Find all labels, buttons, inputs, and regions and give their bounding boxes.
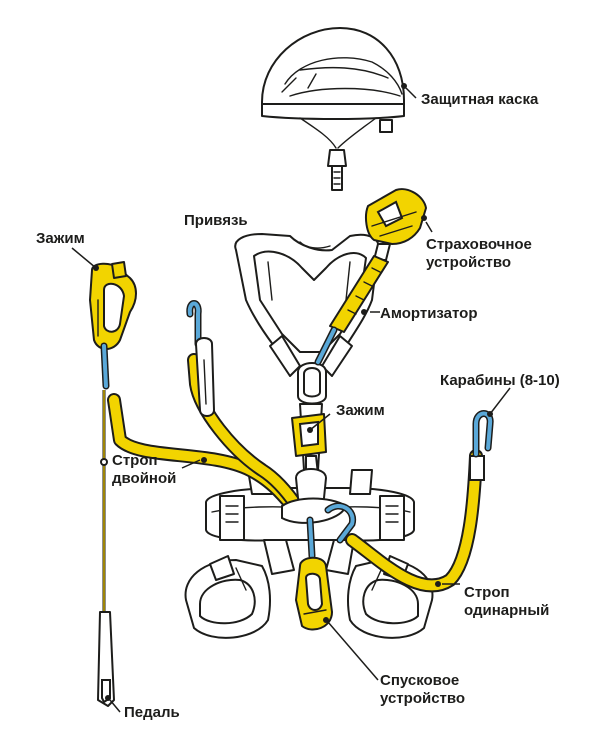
label-belay-device-line2: устройство xyxy=(426,254,512,271)
label-double-lanyard: Строп двойной xyxy=(112,452,176,488)
label-shock-absorber: Амортизатор xyxy=(380,305,478,323)
double-lanyard xyxy=(107,300,305,515)
label-belay-device-line1: Страховочное xyxy=(426,236,532,253)
central-connectors xyxy=(281,468,357,560)
label-clamp-center-text: Зажим xyxy=(336,402,385,419)
label-helmet-text: Защитная каска xyxy=(421,91,539,108)
label-clamp-left: Зажим xyxy=(36,230,85,248)
label-helmet: Защитная каска xyxy=(421,91,538,109)
shock-absorber xyxy=(314,255,389,366)
label-carabiners: Карабины (8-10) xyxy=(440,372,560,390)
label-single-lanyard-line1: Строп xyxy=(464,584,510,601)
label-harness-text: Привязь xyxy=(184,212,248,229)
label-double-lanyard-line2: двойной xyxy=(112,470,177,487)
label-single-lanyard: Строп одинарный xyxy=(464,584,549,620)
label-pedal-text: Педаль xyxy=(124,704,180,721)
helmet xyxy=(261,27,405,191)
single-lanyard xyxy=(345,410,494,593)
label-double-lanyard-line1: Строп xyxy=(112,452,158,469)
label-descender-line2: устройство xyxy=(380,690,466,707)
hand-ascender xyxy=(89,261,137,390)
label-clamp-left-text: Зажим xyxy=(36,230,85,247)
label-descender-line1: Спусковое xyxy=(380,672,460,689)
label-harness: Привязь xyxy=(184,212,248,230)
label-descender: Спусковое устройство xyxy=(380,672,465,708)
label-belay-device: Страховочное устройство xyxy=(426,236,532,272)
label-clamp-center: Зажим xyxy=(336,402,385,420)
label-shock-absorber-text: Амортизатор xyxy=(380,305,478,322)
belay-device xyxy=(365,188,427,261)
descender xyxy=(295,556,333,631)
foot-loop-cord xyxy=(97,390,115,707)
label-carabiners-text: Карабины (8-10) xyxy=(440,372,560,389)
leader-lines xyxy=(71,83,511,713)
chest-ascender xyxy=(291,413,327,475)
label-pedal: Педаль xyxy=(124,704,180,722)
label-single-lanyard-line2: одинарный xyxy=(464,602,550,619)
harness xyxy=(184,233,434,639)
